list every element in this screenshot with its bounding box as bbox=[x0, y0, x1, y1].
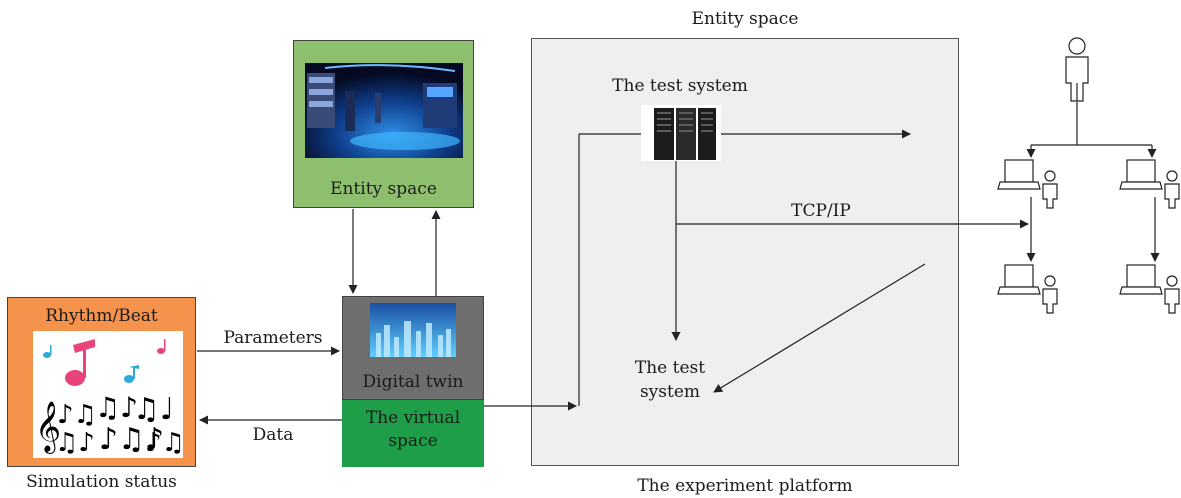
entity-space-photo bbox=[305, 63, 463, 158]
parameters-label: Parameters bbox=[223, 328, 323, 348]
laptop-user-icon-4 bbox=[1119, 264, 1180, 314]
virtual-space-label: The virtual space bbox=[365, 408, 461, 451]
rhythm-beat-title: Rhythm/Beat bbox=[45, 306, 158, 326]
digital-twin-image bbox=[370, 303, 456, 357]
simulation-status-caption: Simulation status bbox=[26, 472, 177, 492]
cyan-note-icon bbox=[43, 345, 139, 383]
top-entity-space-label: Entity space bbox=[691, 9, 799, 29]
svg-text:♪♫: ♪♫ bbox=[57, 400, 97, 430]
digital-twin-label: Digital twin bbox=[362, 372, 464, 392]
experiment-platform-panel bbox=[531, 38, 959, 466]
svg-text:♫♪: ♫♪ bbox=[55, 428, 95, 458]
svg-text:♪♫♪: ♪♫♪ bbox=[99, 422, 164, 457]
person-icon bbox=[1065, 37, 1089, 102]
server-rack-icon bbox=[641, 105, 721, 161]
data-label: Data bbox=[252, 425, 294, 445]
diagonal-arrow bbox=[713, 263, 926, 393]
entity-space-label: Entity space bbox=[330, 179, 437, 199]
test-system-target-label: The test system bbox=[634, 358, 706, 402]
digital-twin-box: Digital twin The virtual space bbox=[342, 296, 484, 467]
entity-space-box: Entity space bbox=[293, 40, 474, 208]
laptop-user-icon-2 bbox=[1119, 159, 1180, 209]
svg-text:♫♪: ♫♪ bbox=[95, 391, 138, 424]
virtual-space-box: The virtual space bbox=[342, 399, 484, 467]
experiment-platform-label: The experiment platform bbox=[637, 476, 853, 496]
pink-note-icon bbox=[65, 339, 166, 386]
server-label: The test system bbox=[612, 76, 748, 96]
tcpip-label: TCP/IP bbox=[791, 201, 851, 221]
svg-text:𝄞: 𝄞 bbox=[35, 401, 61, 454]
laptop-user-icon-1 bbox=[997, 159, 1058, 209]
music-notes-image: 𝄞 ♪♫ ♫♪ ♫♪ ♪♫♪ ♫♩ ♪♫ bbox=[33, 331, 185, 458]
svg-text:♪♫: ♪♫ bbox=[145, 428, 183, 458]
svg-text:♫♩: ♫♩ bbox=[133, 392, 174, 427]
black-notes-icon: 𝄞 ♪♫ ♫♪ ♫♪ ♪♫♪ ♫♩ ♪♫ bbox=[35, 391, 185, 458]
laptop-user-icon-3 bbox=[997, 264, 1058, 314]
rhythm-beat-box: Rhythm/Beat 𝄞 ♪♫ ♫♪ ♫♪ ♪♫♪ bbox=[7, 297, 196, 467]
